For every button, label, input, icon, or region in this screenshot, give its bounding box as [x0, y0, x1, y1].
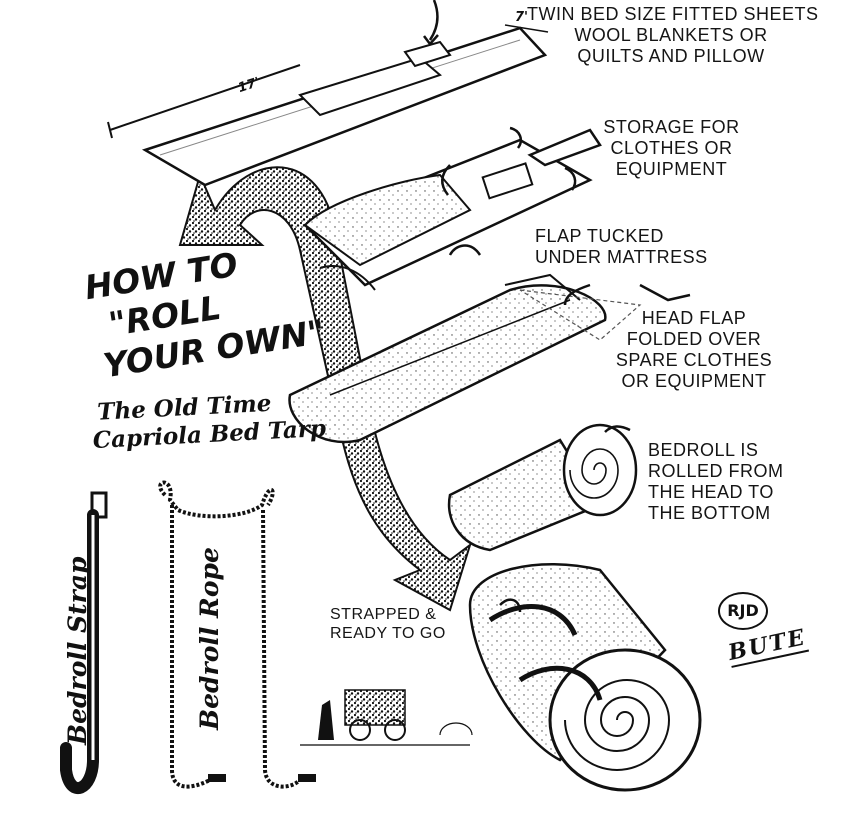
pointer-arrows	[423, 0, 691, 613]
step-1-line-3: QUILTS AND PILLOW	[577, 46, 765, 66]
step-label-head-flap: HEAD FLAP FOLDED OVER SPARE CLOTHES OR E…	[598, 308, 790, 392]
flat-tarp	[107, 24, 549, 187]
strapped-bedroll	[468, 563, 702, 792]
step-label-rolled: BEDROLL IS ROLLED FROM THE HEAD TO THE B…	[648, 440, 784, 524]
step-4-line-1: HEAD FLAP	[641, 308, 747, 328]
bedroll-rope	[158, 480, 316, 789]
step-3-line-2: UNDER MATTRESS	[535, 247, 708, 267]
step-3-line-1: FLAP TUCKED	[535, 226, 664, 246]
flow-arrow	[178, 166, 472, 612]
step-2-line-3: EQUIPMENT	[615, 159, 728, 179]
signature-monogram: RJD	[718, 592, 768, 630]
step-label-flap: FLAP TUCKED UNDER MATTRESS	[535, 226, 708, 268]
step-2-line-1: STORAGE FOR	[603, 117, 740, 137]
step-5-line-4: THE BOTTOM	[648, 503, 771, 523]
folded-bedroll	[288, 273, 642, 444]
strap-label: Bedroll Strap	[63, 556, 92, 745]
step-4-line-3: SPARE CLOTHES	[615, 350, 773, 370]
step-1-line-1: TWIN BED SIZE FITTED SHEETS	[527, 4, 819, 24]
step-4-line-2: FOLDED OVER	[626, 329, 762, 349]
rope-label: Bedroll Rope	[195, 547, 224, 730]
step-label-storage: STORAGE FOR CLOTHES OR EQUIPMENT	[594, 117, 749, 180]
rolling-bedroll	[447, 423, 638, 552]
step-5-line-2: ROLLED FROM	[648, 461, 784, 481]
step-6-line-2: READY TO GO	[330, 625, 446, 642]
wagon-scene	[300, 689, 473, 746]
step-5-line-1: BEDROLL IS	[648, 440, 759, 460]
monogram-text: RJD	[727, 601, 759, 620]
step-5-line-3: THE HEAD TO	[648, 482, 774, 502]
step-4-line-4: OR EQUIPMENT	[621, 371, 767, 391]
bedroll-strap	[60, 491, 108, 795]
step-label-bedding: TWIN BED SIZE FITTED SHEETS WOOL BLANKET…	[527, 4, 819, 67]
step-2-line-2: CLOTHES OR	[610, 138, 733, 158]
width-dimension: 7'	[515, 10, 529, 25]
step-label-strapped: STRAPPED & READY TO GO	[330, 605, 446, 643]
step-6-line-1: STRAPPED &	[330, 606, 437, 623]
step-1-line-2: WOOL BLANKETS OR	[574, 25, 768, 45]
